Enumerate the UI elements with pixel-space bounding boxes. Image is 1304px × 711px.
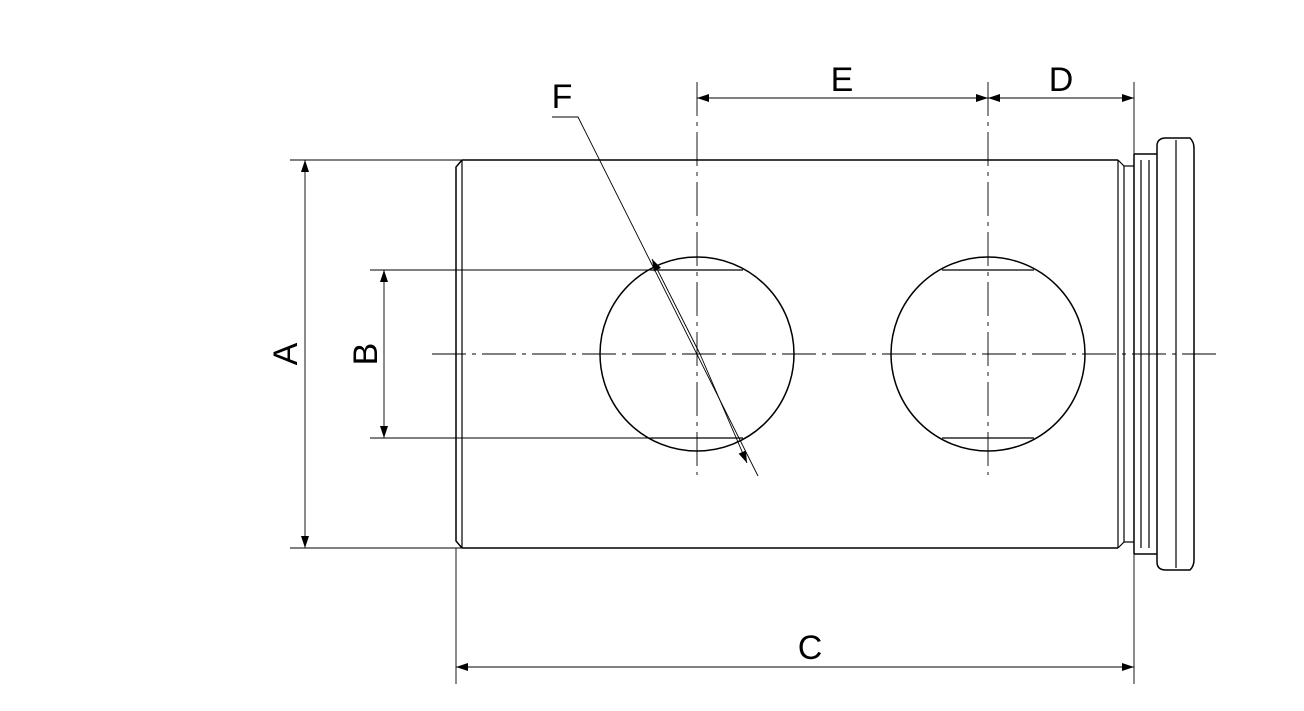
dimension-e-label: E — [831, 61, 854, 99]
dimension-c: C — [456, 629, 1134, 671]
center-lines — [432, 82, 1216, 475]
dimension-d: D — [988, 61, 1134, 102]
extension-lines — [290, 82, 1135, 684]
dimension-b: B — [347, 270, 388, 438]
dimension-a: A — [267, 160, 309, 548]
dimension-f-label: F — [552, 78, 573, 116]
dimension-e: E — [697, 61, 988, 102]
dimension-a-label: A — [267, 342, 305, 365]
dimension-d-label: D — [1049, 61, 1074, 99]
dimension-c-label: C — [798, 629, 823, 667]
dimension-b-label: B — [347, 343, 385, 366]
dimension-f: F — [552, 78, 759, 477]
